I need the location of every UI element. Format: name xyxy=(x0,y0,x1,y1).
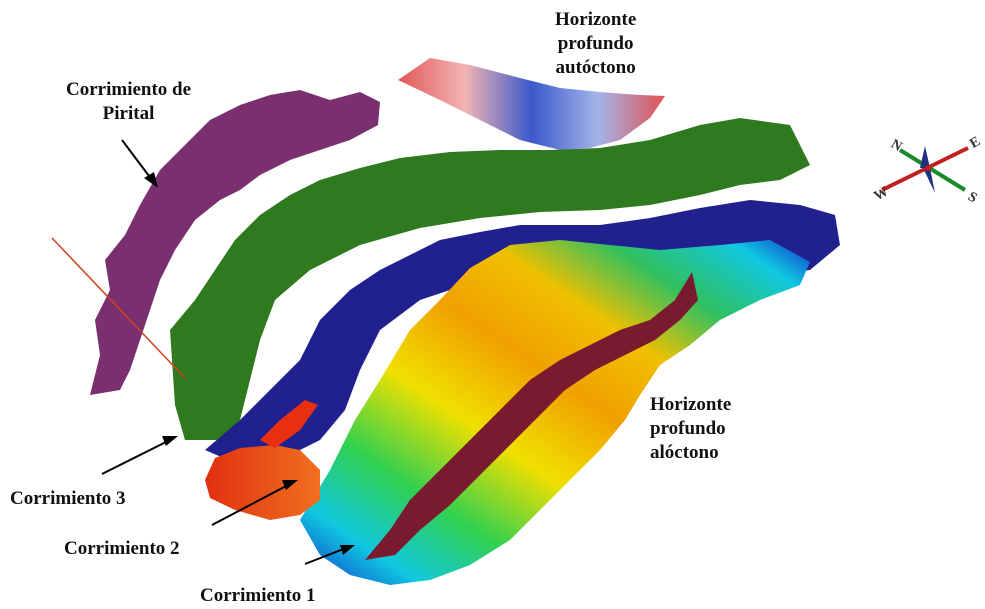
corrimiento-3-surface xyxy=(170,118,810,440)
corrimiento-3-arrow xyxy=(101,436,178,475)
corrimiento-1-label: Corrimiento 1 xyxy=(200,585,316,606)
autoctono-horizon-surface xyxy=(398,58,665,150)
autoctono-label: Horizonte profundo autóctono xyxy=(555,9,637,78)
well-trajectory-line xyxy=(51,237,186,379)
pirital-thrust-surface xyxy=(90,90,380,395)
corrimiento-1-surface xyxy=(365,272,698,560)
corrimiento-1-arrow xyxy=(304,545,355,565)
corrimiento-2-label: Corrimiento 2 xyxy=(64,538,180,559)
corrimiento-2-arrow xyxy=(211,480,298,526)
pirital-arrow xyxy=(121,139,158,188)
compass-west-label: W xyxy=(872,184,892,204)
corrimiento-3-label: Corrimiento 3 xyxy=(10,488,126,509)
compass-rose: N E W S xyxy=(872,134,984,206)
compass-south-label: S xyxy=(965,189,979,206)
pirital-label: Corrimiento de Pirital xyxy=(66,79,192,124)
corrimiento-2-red-fragment xyxy=(205,400,320,520)
aloctono-label: Horizonte profundo alóctono xyxy=(650,394,732,463)
compass-east-label: E xyxy=(968,134,984,152)
